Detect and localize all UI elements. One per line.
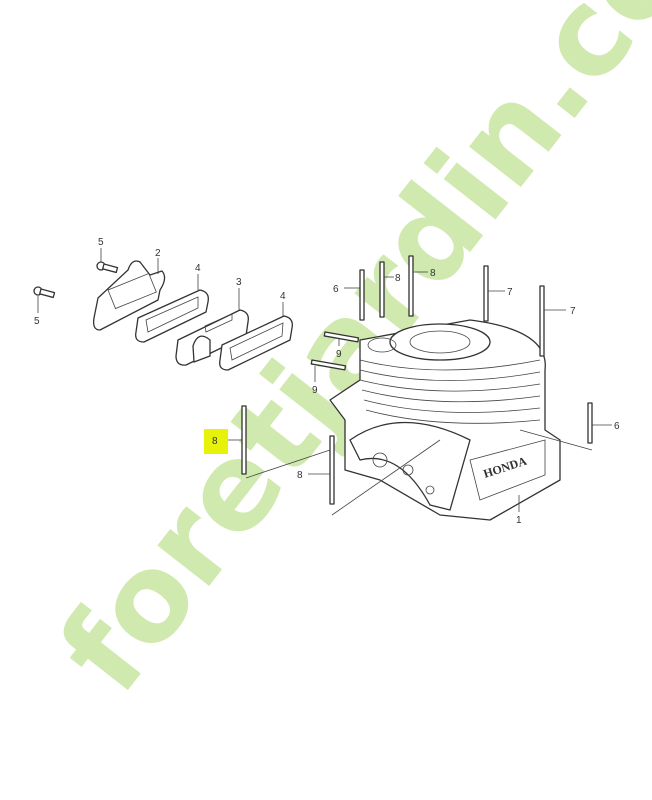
callout-1: 1 (516, 515, 522, 526)
screw-5-left (33, 286, 56, 313)
callout-9: 9 (312, 385, 318, 396)
callout-2: 2 (155, 248, 161, 259)
callout-7: 7 (570, 306, 576, 317)
callout-4: 4 (195, 263, 201, 274)
callout-7: 7 (507, 287, 513, 298)
gasket-4-a (135, 274, 209, 343)
callout-labels: 5 2 4 3 4 5 6 8 8 7 7 9 9 8 8 6 1 (34, 237, 620, 526)
callout-3: 3 (236, 277, 242, 288)
callout-8-highlighted[interactable]: 8 (212, 436, 218, 447)
watermark: foretjardin.com (33, 0, 652, 718)
watermark-text: foretjardin.com (33, 0, 652, 718)
bolts (228, 255, 612, 516)
callout-6: 6 (333, 284, 339, 295)
engine-block-1: HONDA (329, 319, 561, 521)
callout-5: 5 (34, 316, 40, 327)
callout-4: 4 (280, 291, 286, 302)
callout-8: 8 (430, 268, 436, 279)
screw-5-top (96, 248, 119, 274)
callout-8: 8 (297, 470, 303, 481)
callout-5: 5 (98, 237, 104, 248)
breather-cover-2 (92, 258, 166, 331)
reed-plate-3 (175, 288, 249, 366)
gasket-4-b (219, 302, 293, 371)
callout-6: 6 (614, 421, 620, 432)
callout-8: 8 (395, 273, 401, 284)
highlight-box (204, 429, 228, 454)
callout-9: 9 (336, 349, 342, 360)
